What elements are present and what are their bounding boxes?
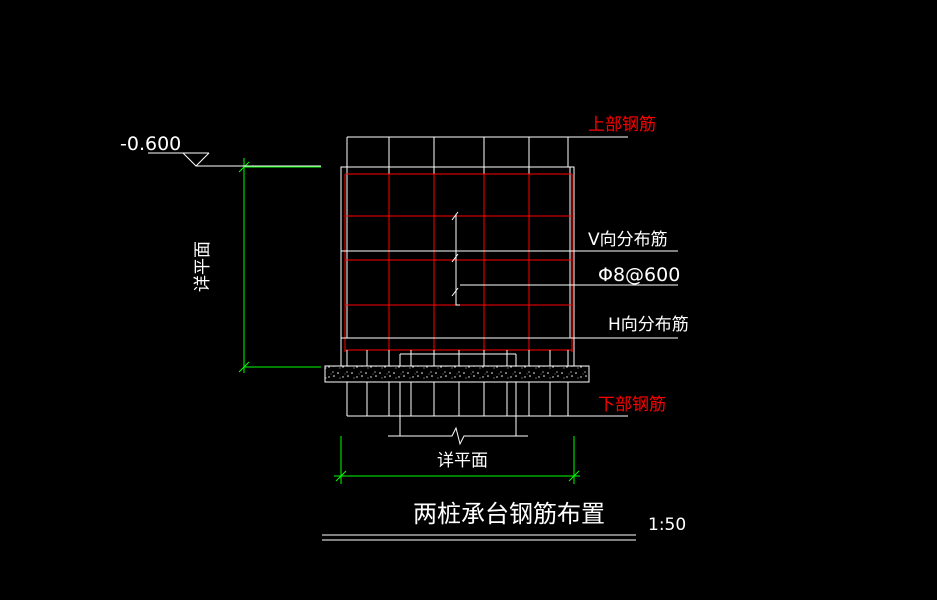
distribution-lines <box>341 211 678 339</box>
bottom-rebar-ticks <box>346 350 628 417</box>
rebar-spec-label: Φ8@600 <box>598 264 680 286</box>
v-distribution-label: V向分布筋 <box>588 230 668 250</box>
horizontal-dimension-label: 详平面 <box>437 451 488 471</box>
drawing-scale: 1:50 <box>648 515 686 535</box>
elevation-label: -0.600 <box>120 133 181 155</box>
h-distribution-label: H向分布筋 <box>608 315 689 335</box>
bottom-rebar-label: 下部钢筋 <box>598 395 666 415</box>
top-rebar-ticks <box>388 137 530 176</box>
rebar-grid <box>344 173 573 352</box>
dimension-lines <box>238 158 580 484</box>
concrete-cushion <box>324 365 590 383</box>
title-underline <box>322 534 636 541</box>
pile-outline <box>388 353 528 446</box>
top-rebar-label: 上部钢筋 <box>588 115 656 135</box>
drawing-title: 两桩承台钢筋布置 <box>413 500 605 528</box>
elevation-marker <box>148 152 321 167</box>
vertical-dimension-label: 详平面 <box>193 241 213 292</box>
